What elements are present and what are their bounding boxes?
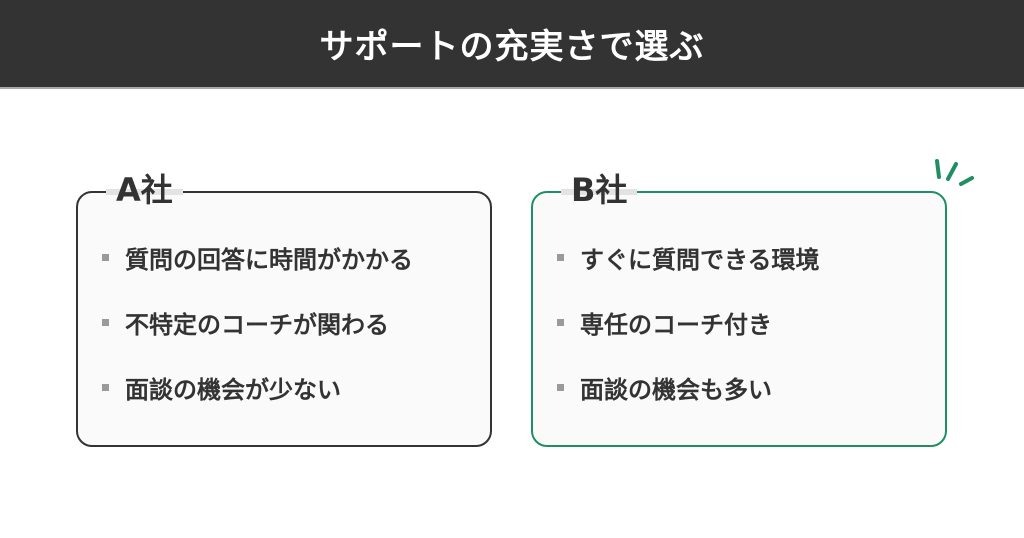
company-b-label: B社: [561, 167, 638, 213]
list-item: 面談の機会も多い: [557, 371, 820, 404]
square-bullet-icon: [102, 253, 109, 261]
list-item-text: 不特定のコーチが関わる: [125, 310, 389, 339]
list-item: 面談の機会が少ない: [102, 371, 413, 404]
list-item: 不特定のコーチが関わる: [102, 306, 413, 339]
company-a-feature-list: 質問の回答に時間がかかる 不特定のコーチが関わる 面談の機会が少ない: [102, 241, 413, 436]
list-item-text: 面談の機会が少ない: [125, 375, 341, 404]
company-b-feature-list: すぐに質問できる環境 専任のコーチ付き 面談の機会も多い: [557, 241, 820, 436]
list-item: 質問の回答に時間がかかる: [102, 241, 413, 274]
square-bullet-icon: [557, 318, 564, 326]
square-bullet-icon: [102, 383, 109, 391]
sparkle-icon: [935, 159, 974, 186]
square-bullet-icon: [557, 383, 564, 391]
company-a-card: A社 質問の回答に時間がかかる 不特定のコーチが関わる 面談の機会が少ない: [76, 167, 492, 447]
company-a-label: A社: [106, 167, 183, 213]
square-bullet-icon: [557, 253, 564, 261]
list-item: すぐに質問できる環境: [557, 241, 820, 274]
company-b-card: B社 すぐに質問できる環境 専任のコーチ付き 面談の機会も多い: [531, 167, 947, 447]
square-bullet-icon: [102, 318, 109, 326]
list-item: 専任のコーチ付き: [557, 306, 820, 339]
page-title: サポートの充実さで選ぶ: [319, 27, 705, 67]
list-item-text: 面談の機会も多い: [580, 375, 772, 404]
list-item-text: 専任のコーチ付き: [580, 310, 772, 339]
list-item-text: すぐに質問できる環境: [580, 245, 820, 274]
list-item-text: 質問の回答に時間がかかる: [125, 245, 413, 274]
header-banner: サポートの充実さで選ぶ: [0, 0, 1024, 89]
